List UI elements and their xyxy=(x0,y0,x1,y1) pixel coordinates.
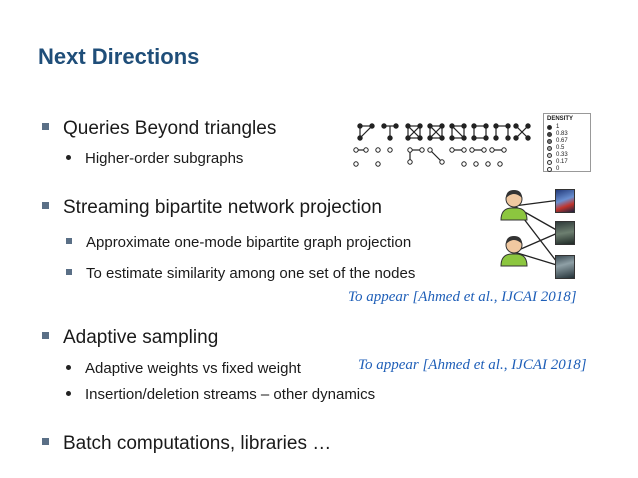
bullet-adaptive: Adaptive sampling xyxy=(42,327,218,349)
user-icon xyxy=(500,236,528,267)
bullet-marker xyxy=(42,438,49,446)
bullet-text: Adaptive weights vs fixed weight xyxy=(85,360,301,377)
legend-value: 0.67 xyxy=(556,138,568,144)
bullet-queries: Queries Beyond triangles xyxy=(42,118,276,140)
density-circle xyxy=(547,160,552,165)
bullet-marker xyxy=(66,269,72,276)
density-circle xyxy=(547,146,552,151)
sub-bullet-streams: Insertion/deletion streams – other dynam… xyxy=(66,386,375,403)
citation-1: To appear [Ahmed et al., IJCAI 2018] xyxy=(348,289,577,305)
graphlet-illustration xyxy=(353,123,531,167)
legend-value: 0.83 xyxy=(556,131,568,137)
density-circle xyxy=(547,153,552,158)
bipartite-users-movies-illustration xyxy=(500,190,561,267)
density-circle xyxy=(547,125,552,130)
bullet-text: Streaming bipartite network projection xyxy=(63,197,382,218)
bullet-batch: Batch computations, libraries … xyxy=(42,433,331,455)
legend-value: 0.17 xyxy=(556,159,568,165)
density-circle xyxy=(547,132,552,137)
movie-poster-thumbnail xyxy=(555,189,575,213)
bullet-streaming: Streaming bipartite network projection xyxy=(42,197,382,219)
sub-bullet-weights: Adaptive weights vs fixed weight xyxy=(66,360,301,377)
sub-bullet-estimate: To estimate similarity among one set of … xyxy=(66,265,415,282)
sub-bullet-higher-order: Higher-order subgraphs xyxy=(66,150,243,167)
movie-poster-thumbnail xyxy=(555,255,575,279)
bullet-marker xyxy=(42,202,49,210)
user-icon xyxy=(500,190,528,221)
bullet-text: Higher-order subgraphs xyxy=(85,150,244,167)
legend-value: 0.5 xyxy=(556,145,565,151)
density-circle xyxy=(547,167,552,172)
legend-row: 1 xyxy=(547,124,590,131)
bullet-text: Queries Beyond triangles xyxy=(63,118,277,139)
citation-2: To appear [Ahmed et al., IJCAI 2018] xyxy=(358,357,587,373)
bullet-marker xyxy=(42,123,49,131)
density-legend-title: DENSITY xyxy=(547,116,574,122)
bullet-marker xyxy=(66,238,72,245)
bullet-dot xyxy=(66,390,71,396)
slide-title: Next Directions xyxy=(38,44,200,69)
bullet-dot xyxy=(66,154,71,160)
legend-row: 0.5 xyxy=(547,145,590,152)
legend-value: 1 xyxy=(556,124,560,130)
sub-bullet-approximate: Approximate one-mode bipartite graph pro… xyxy=(66,234,411,251)
bullet-marker xyxy=(42,332,49,340)
legend-row: 0.33 xyxy=(547,152,590,159)
bullet-text: Batch computations, libraries … xyxy=(63,433,332,454)
legend-row: 0.83 xyxy=(547,131,590,138)
movie-poster-thumbnail xyxy=(555,221,575,245)
legend-row: 0 xyxy=(547,166,590,173)
bullet-text: Adaptive sampling xyxy=(63,327,219,348)
legend-row: 0.67 xyxy=(547,138,590,145)
bullet-dot xyxy=(66,364,71,370)
density-circle xyxy=(547,139,552,144)
bullet-text: Approximate one-mode bipartite graph pro… xyxy=(86,234,412,251)
bullet-text: To estimate similarity among one set of … xyxy=(86,265,416,282)
bullet-text: Insertion/deletion streams – other dynam… xyxy=(85,386,376,403)
density-legend: DENSITY 1 0.83 0.67 0.5 0.33 0.17 0 xyxy=(543,113,591,172)
legend-value: 0 xyxy=(556,166,560,172)
legend-value: 0.33 xyxy=(556,152,568,158)
legend-row: 0.17 xyxy=(547,159,590,166)
